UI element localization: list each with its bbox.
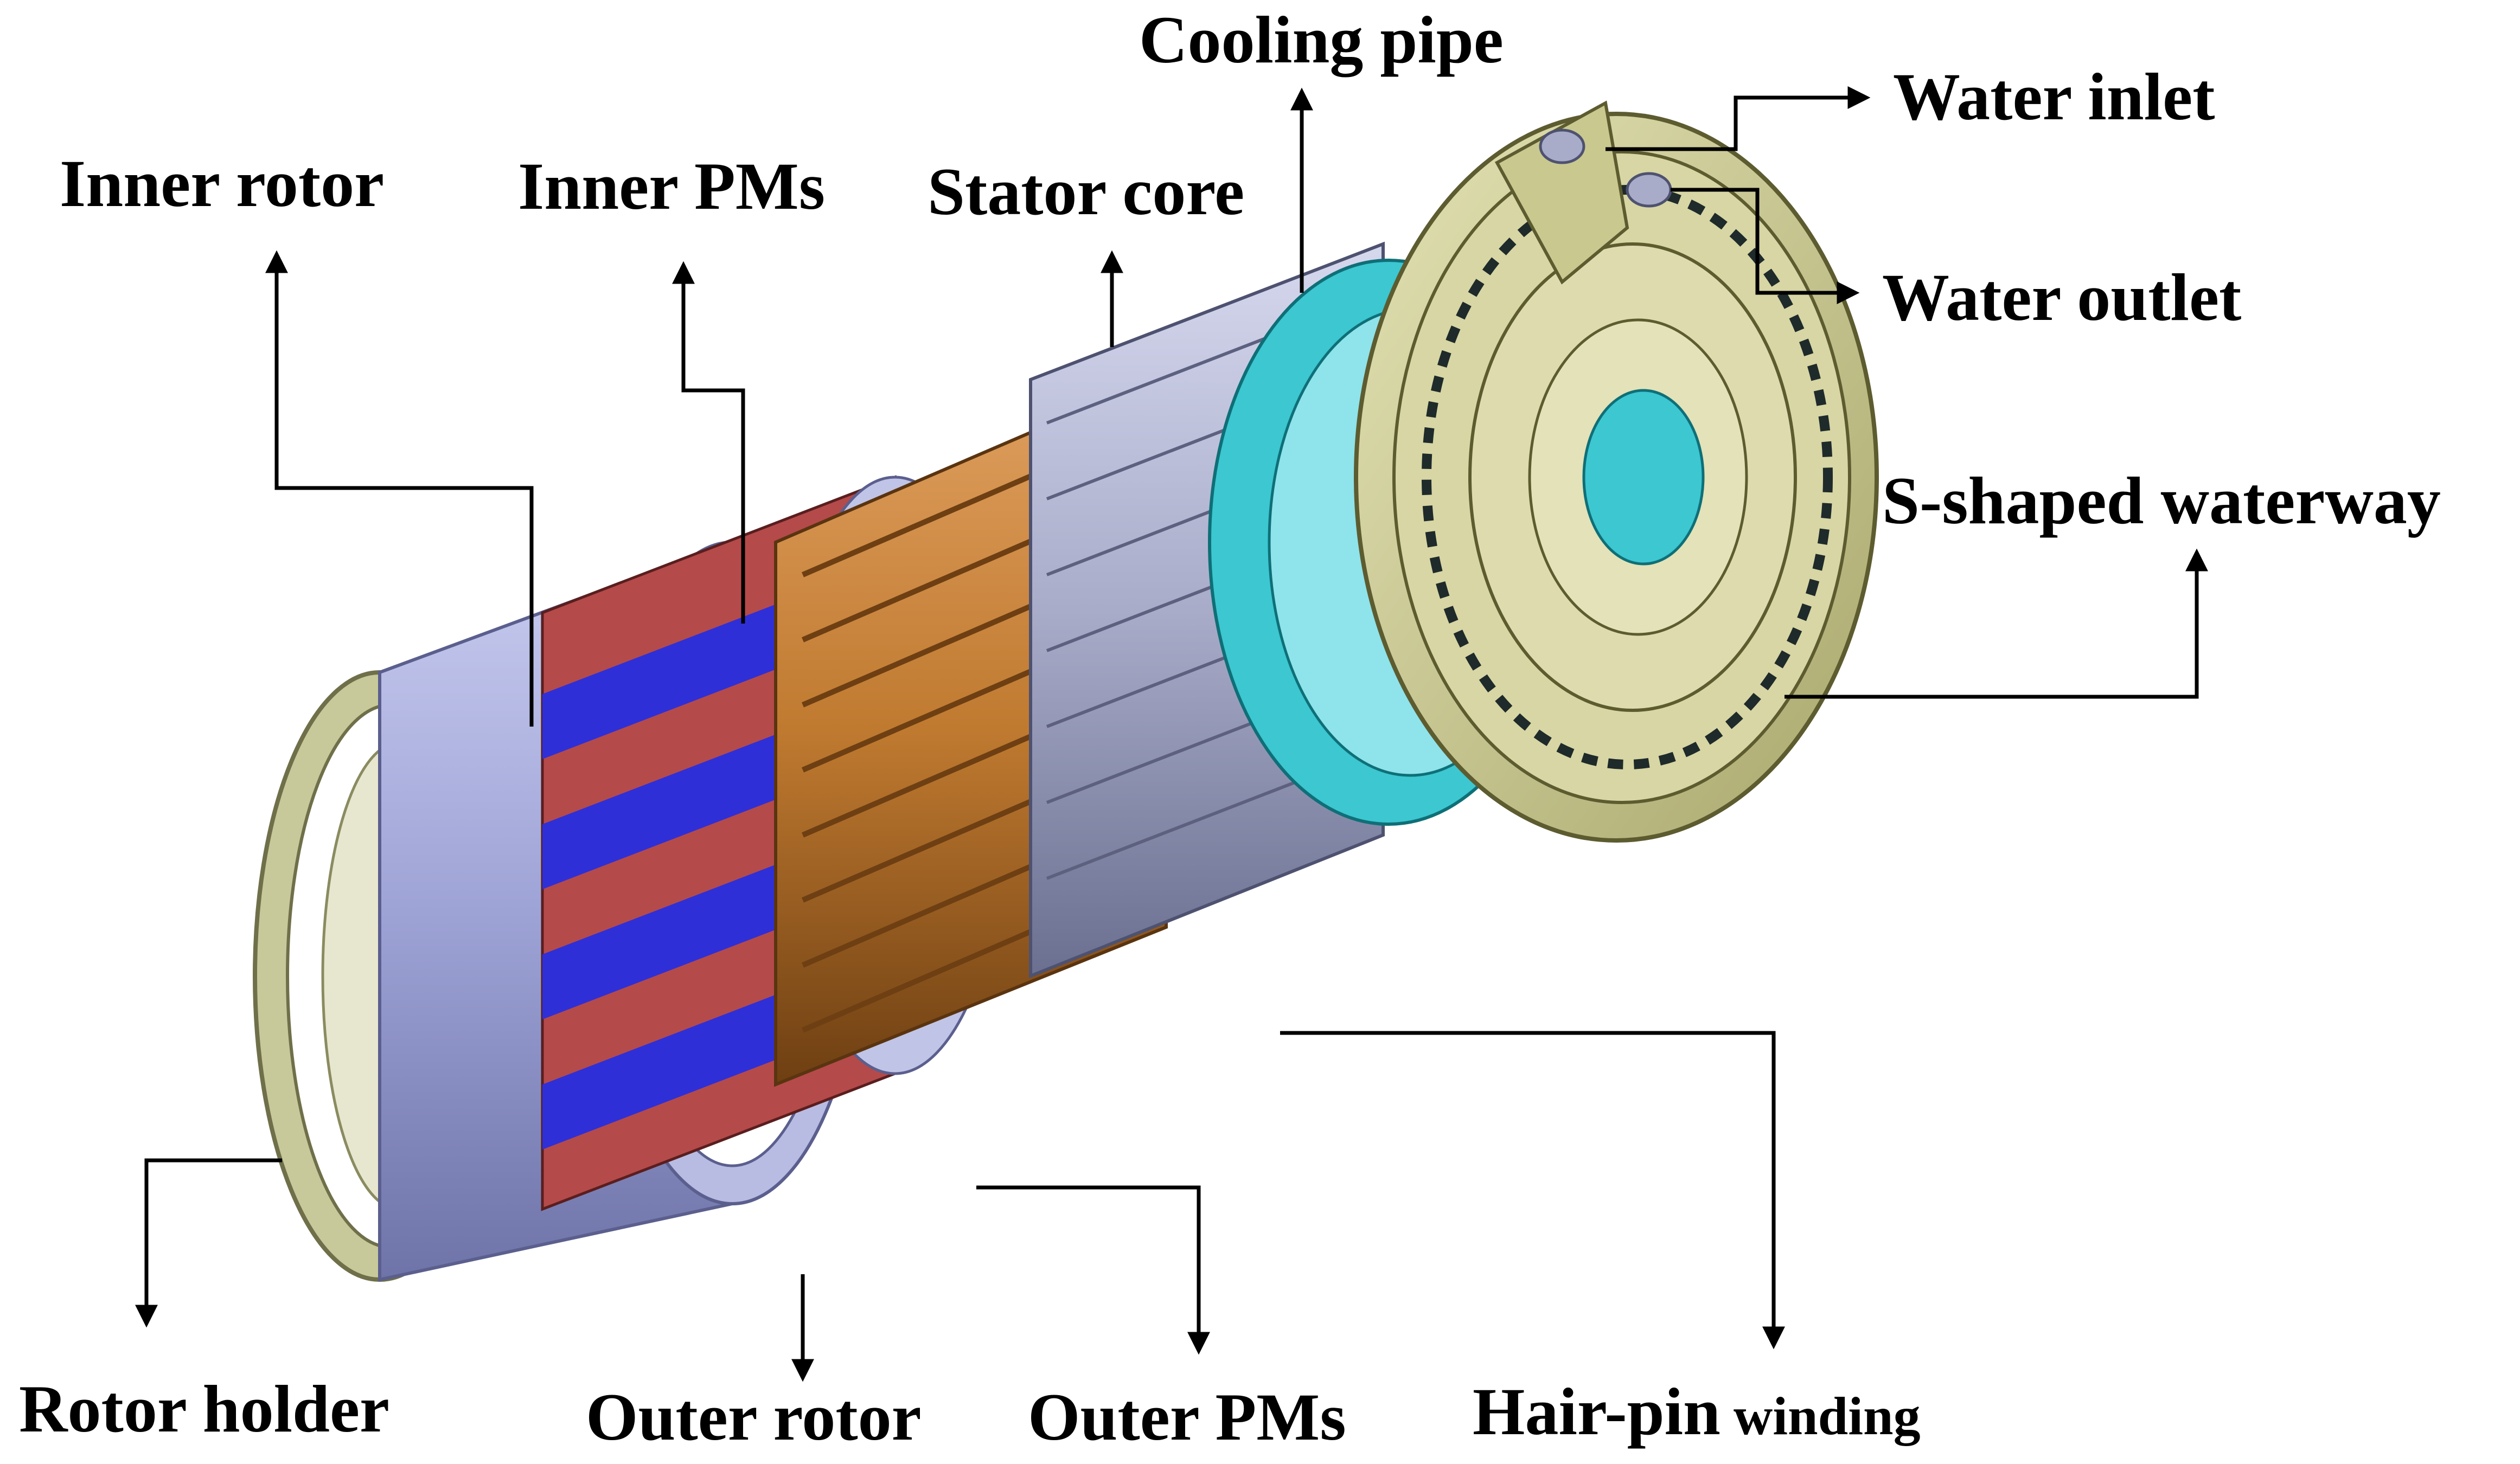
label-water-inlet: Water inlet xyxy=(1893,60,2215,134)
label-s-shaped-waterway: S-shaped waterway xyxy=(1882,464,2441,538)
leader-rotor-holder xyxy=(135,1158,282,1328)
label-winding: winding xyxy=(1734,1386,1921,1446)
leader-inner-rotor xyxy=(265,250,534,727)
motor-illustration xyxy=(253,100,1879,1282)
label-outer-pms: Outer PMs xyxy=(1028,1380,1346,1454)
leader-lines xyxy=(135,86,2208,1382)
leader-inner-pms xyxy=(672,261,745,624)
leader-water-inlet xyxy=(1606,86,1871,151)
label-water-outlet: Water outlet xyxy=(1882,260,2241,335)
labels: Cooling pipe Water inlet Inner rotor Inn… xyxy=(19,3,2441,1454)
label-hair-pin-winding: Hair-pin winding xyxy=(1473,1375,1921,1449)
leader-hair-pin-winding xyxy=(1280,1031,1785,1350)
end-plate-part xyxy=(1354,100,1879,843)
label-hair-pin: Hair-pin xyxy=(1473,1375,1720,1449)
label-rotor-holder: Rotor holder xyxy=(19,1372,389,1446)
leader-s-shaped-waterway xyxy=(1785,548,2208,699)
label-stator-core: Stator core xyxy=(928,155,1244,229)
label-outer-rotor: Outer rotor xyxy=(586,1380,922,1454)
leader-outer-pms xyxy=(976,1185,1210,1355)
label-inner-rotor: Inner rotor xyxy=(60,146,384,221)
label-inner-pms: Inner PMs xyxy=(518,149,825,223)
leader-water-outlet xyxy=(1671,188,1860,304)
label-cooling-pipe: Cooling pipe xyxy=(1139,3,1504,78)
